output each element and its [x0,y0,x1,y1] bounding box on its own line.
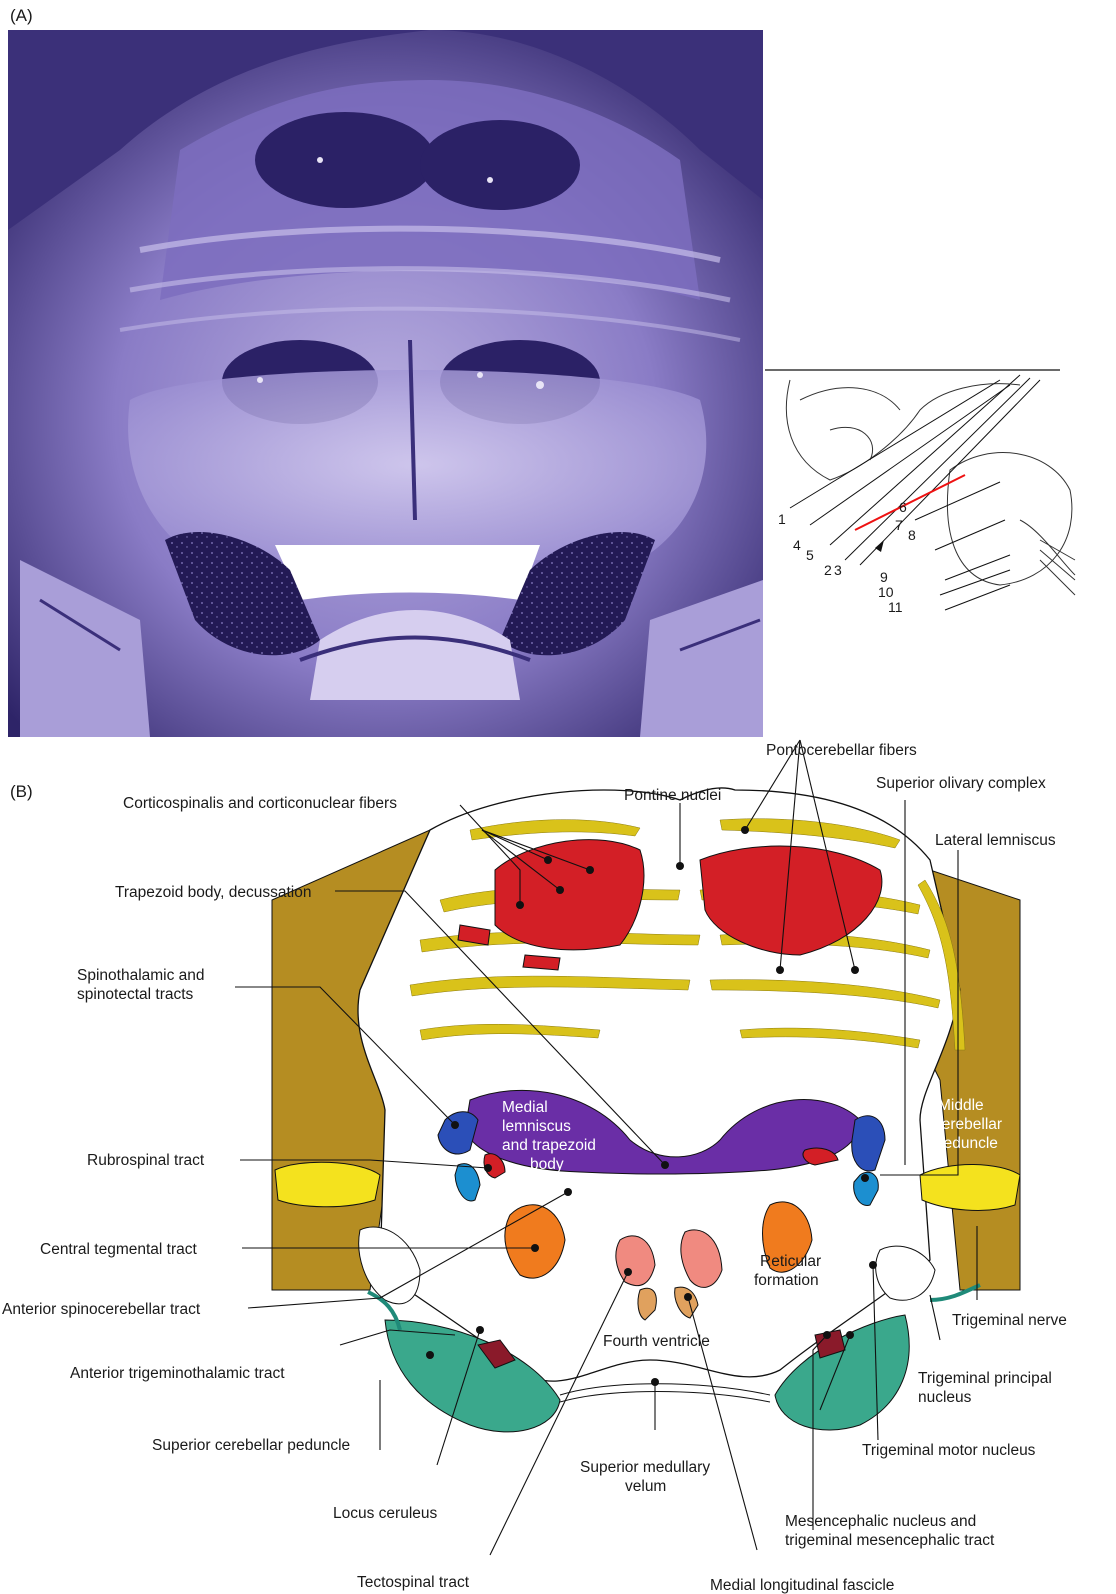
label-mesencephalic-line2: trigeminal mesencephalic tract [785,1532,995,1549]
label-medial-lemniscus-line2: lemniscus [502,1118,571,1135]
label-superior-cerebellar-peduncle: Superior cerebellar peduncle [152,1437,350,1454]
label-middle-cp-line3: peduncle [935,1135,998,1152]
label-locus-ceruleus: Locus ceruleus [333,1505,438,1522]
label-spinothalamic-line1: Spinothalamic and [77,967,205,984]
label-pontine-nuclei: Pontine nuclei [624,787,721,804]
label-spinothalamic-line2: spinotectal tracts [77,986,194,1003]
label-superior-olivary-complex: Superior olivary complex [876,775,1046,792]
inset-sagittal-diagram: 1 2 3 4 5 6 7 8 9 10 11 [765,370,1075,615]
label-anterior-spinocerebellar: Anterior spinocerebellar tract [2,1301,201,1318]
label-superior-medullary-line1: Superior medullary [580,1459,710,1476]
inset-number-9: 9 [880,569,888,585]
label-lateral-lemniscus: Lateral lemniscus [935,832,1056,849]
histology-section [8,30,763,737]
inset-number-2: 2 [824,562,832,578]
label-tectospinal: Tectospinal tract [357,1574,470,1591]
inset-number-3: 3 [834,562,842,578]
inset-number-6: 6 [899,499,907,515]
label-rubrospinal: Rubrospinal tract [87,1152,205,1169]
label-middle-cp-line2: cerebellar [934,1116,1002,1133]
label-fourth-ventricle: Fourth ventricle [603,1333,710,1350]
label-mesencephalic-line1: Mesencephalic nucleus and [785,1513,976,1530]
label-superior-medullary-line2: velum [625,1478,666,1495]
inset-number-8: 8 [908,527,916,543]
label-pontocerebellar-fibers: Pontocerebellar fibers [766,742,917,759]
label-trapezoid-body: Trapezoid body, decussation [115,884,311,901]
label-anterior-trigeminothalamic: Anterior trigeminothalamic tract [70,1365,285,1382]
inset-number-4: 4 [793,537,801,553]
label-medial-lemniscus-line3: and trapezoid [502,1137,596,1154]
label-middle-cp-line1: Middle [938,1097,984,1114]
label-central-tegmental: Central tegmental tract [40,1241,197,1258]
label-corticospinalis: Corticospinalis and corticonuclear fiber… [123,795,397,812]
label-reticular-line2: formation [754,1272,819,1289]
label-trigeminal-principal-line1: Trigeminal principal [918,1370,1052,1387]
label-medial-lemniscus-line4: body [530,1156,564,1173]
inset-number-11: 11 [888,599,903,615]
label-reticular-line1: Reticular [760,1253,821,1270]
label-trigeminal-principal-line2: nucleus [918,1389,972,1406]
label-trigeminal-nerve: Trigeminal nerve [952,1312,1067,1329]
inset-number-10: 10 [878,584,894,600]
label-medial-longitudinal: Medial longitudinal fascicle [710,1577,894,1594]
label-trigeminal-motor: Trigeminal motor nucleus [862,1442,1036,1459]
inset-number-5: 5 [806,547,814,563]
inset-number-7: 7 [895,517,903,533]
label-medial-lemniscus-line1: Medial [502,1099,548,1116]
inset-number-1: 1 [778,511,786,527]
